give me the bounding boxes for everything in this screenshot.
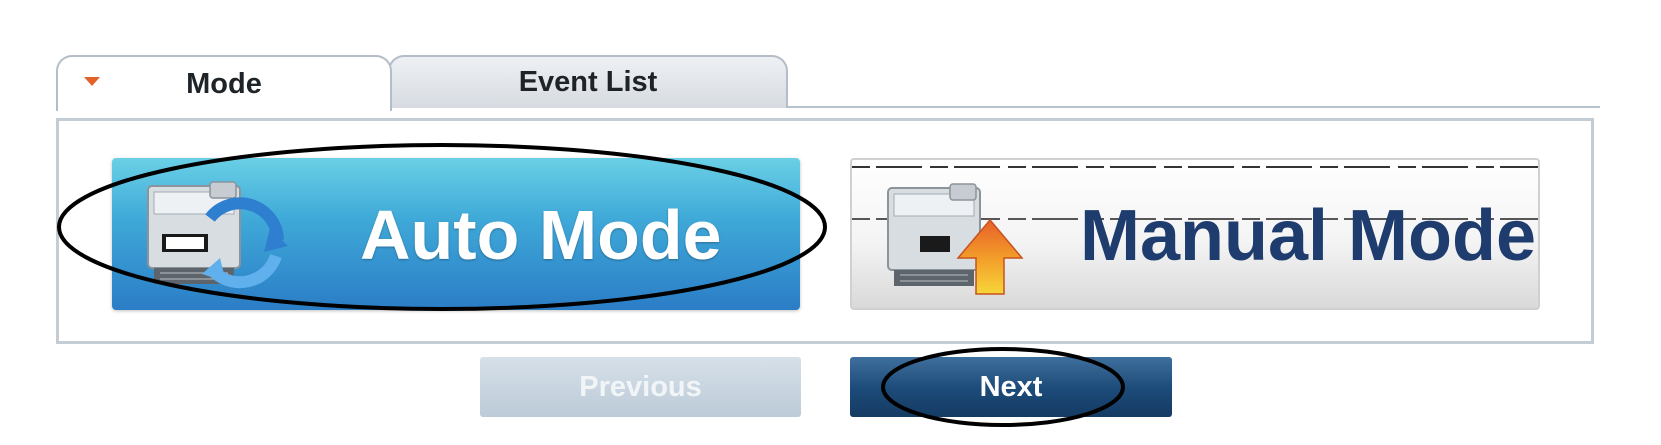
tab-event-list[interactable]: Event List — [388, 55, 788, 108]
scan-artifact-line — [852, 166, 1538, 168]
tab-mode[interactable]: Mode — [56, 55, 392, 111]
chevron-down-icon — [84, 77, 100, 86]
scan-artifact-line — [852, 218, 1538, 220]
previous-button-label: Previous — [579, 370, 702, 403]
tab-event-list-label: Event List — [518, 66, 658, 98]
previous-button[interactable]: Previous — [480, 357, 801, 417]
tab-mode-label: Mode — [186, 67, 262, 100]
auto-mode-button[interactable]: Auto Mode — [112, 158, 800, 310]
manual-mode-button[interactable]: Manual Mode — [850, 158, 1540, 310]
manual-mode-label: Manual Mode — [1080, 196, 1537, 276]
tab-bar-line — [388, 106, 1600, 108]
ecu-upload-icon — [887, 183, 1024, 295]
auto-mode-label: Auto Mode — [360, 196, 722, 274]
next-button-label: Next — [979, 370, 1043, 403]
ecu-refresh-icon — [147, 181, 288, 289]
next-button[interactable]: Next — [850, 357, 1172, 417]
